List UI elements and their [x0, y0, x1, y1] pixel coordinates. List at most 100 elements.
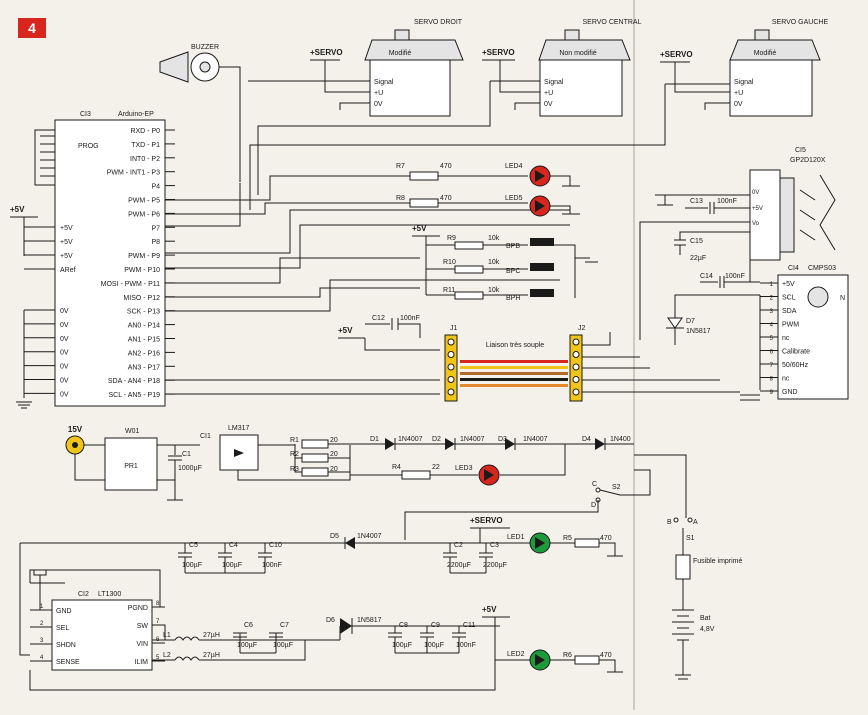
d7-name: D7	[686, 318, 695, 325]
lm317-label: LM317	[228, 425, 250, 432]
ci3-pin-right: RXD - P0	[130, 128, 160, 135]
s2-c: C	[592, 481, 597, 488]
c13-value: 100nF	[717, 198, 737, 205]
led5-name: LED5	[505, 195, 523, 202]
d6-value: 1N5817	[357, 617, 382, 624]
supply-resistors: R1 20 R2 20 R3 20	[290, 437, 350, 477]
ci2-pin-number: 8	[156, 601, 160, 607]
capacitor-value: 100nF	[262, 562, 282, 569]
fuse-label: Fusible imprimé	[693, 558, 743, 565]
ci5-pin-5v: +5V	[752, 206, 763, 212]
servo-droit-label: Modifié	[389, 50, 412, 57]
ci5-sensor: CI5 GP2D120X 0V +5V Vo C13 100nF	[639, 147, 836, 340]
buzzer-label: BUZZER	[191, 44, 219, 51]
ci3-pin-right: MISO - P12	[123, 295, 160, 302]
r10-name: R10	[443, 259, 456, 266]
ci3-pin-right: SDA - AN4 - P18	[108, 378, 160, 385]
ci3-pin-left: 0V	[60, 336, 69, 343]
d3-value: 1N4007	[523, 436, 548, 443]
ci2-pin-name: VIN	[136, 641, 148, 648]
servo-droit-pin-0v: 0V	[374, 101, 383, 108]
ci4-pin-name: 50/60Hz	[782, 362, 809, 369]
servo-droit-supply: +SERVO	[310, 48, 343, 57]
bph-label: BPH	[506, 295, 520, 302]
d7-value: 1N5817	[686, 328, 711, 335]
ci4-pin-number: 3	[770, 309, 774, 315]
rail-5v-label: +5V	[482, 605, 497, 614]
s2-name: S2	[612, 484, 621, 491]
ci2-pin-number: 1	[40, 604, 44, 610]
r1-value: 20	[330, 437, 338, 444]
buzzer: BUZZER	[159, 44, 241, 182]
ci5-pin-0v: 0V	[752, 190, 759, 196]
capacitor-value: 100nF	[456, 642, 476, 649]
ci3-pin-left: 0V	[60, 378, 69, 385]
r9-name: R9	[447, 235, 456, 242]
c14-value: 100nF	[725, 273, 745, 280]
ci3-supply: +5V	[10, 205, 25, 214]
r6-value: 470	[600, 652, 612, 659]
ci3-pin-left: 0V	[60, 308, 69, 315]
ci3-pin-left: 0V	[60, 350, 69, 357]
capacitor-name: C11	[463, 622, 475, 629]
d2-value: 1N4007	[460, 436, 485, 443]
l2-name: L2	[163, 652, 171, 659]
ci3-pin-right: AN0 - P14	[128, 323, 160, 330]
ci2-pin-name: PGND	[128, 605, 148, 612]
servo-central-label: Non modifié	[559, 50, 596, 57]
servo-central: Non modifié SERVO CENTRAL Signal +U 0V +…	[257, 19, 642, 195]
servo-central-pin-u: +U	[544, 90, 553, 97]
servo-droit-pin-signal: Signal	[374, 79, 394, 86]
ci4-pin-number: 1	[770, 282, 774, 288]
ci4-pin-number: 7	[770, 363, 774, 369]
ci2-pin-number: 4	[40, 655, 44, 661]
bat-label: Bat	[700, 615, 711, 622]
ci4-pin-number: 5	[770, 336, 774, 342]
r8-name: R8	[396, 195, 405, 202]
capacitor-value: 100µF	[222, 562, 242, 569]
r4-name: R4	[392, 464, 401, 471]
r2-value: 20	[330, 451, 338, 458]
ci2-pin-name: ILIM	[134, 659, 148, 666]
ci2-pin-name: SENSE	[56, 659, 80, 666]
ci3-pin-right: PWM - INT1 - P3	[107, 170, 160, 177]
servo-droit-title: SERVO DROIT	[414, 19, 463, 26]
cable-supply: +5V	[338, 326, 353, 335]
ci2-pin-number: 7	[156, 619, 160, 625]
bpc-label: BPC	[506, 268, 520, 275]
ci3-pin-left: ARef	[60, 267, 76, 274]
led4-name: LED4	[505, 163, 523, 170]
ci2-name: LT1300	[98, 591, 121, 598]
ci3-pin-right: PWM - P9	[128, 253, 160, 260]
l1-value: 27µH	[203, 632, 220, 639]
ci1-label: CI1	[200, 433, 211, 440]
switches: C S2 D B A S1 Fusible imprimé Bat 4,8V	[404, 454, 743, 680]
r5-name: R5	[563, 535, 572, 542]
ci3-prog: PROG	[78, 143, 99, 150]
j1-label: J1	[450, 325, 458, 332]
ci2-pin-name: SEL	[56, 625, 69, 632]
ci4-pin-name: GND	[782, 389, 798, 396]
s1-b: B	[667, 519, 672, 526]
ci2-pin-number: 2	[40, 621, 44, 627]
ci2-pin-number: 3	[40, 638, 44, 644]
ci4-pin-name: PWM	[782, 322, 799, 329]
capacitor-value: 100µF	[273, 642, 293, 649]
ci4-pin-number: 4	[770, 323, 774, 329]
ci3-pin-left: 0V	[60, 322, 69, 329]
c1-value: 1000µF	[178, 465, 202, 472]
ci2-pin-name: SHDN	[56, 642, 76, 649]
ci4-ref: CI4	[788, 265, 799, 272]
ci4-pin-name: nc	[782, 335, 790, 342]
ci2-lt1300: CI2 LT1300 1GND2SEL3SHDN4SENSE8PGND7SW6V…	[29, 569, 165, 671]
r3-value: 20	[330, 466, 338, 473]
buttons-block: +5V R9 10k BPB R10 10k BPC R11 10k BPH	[412, 224, 598, 302]
r4-value: 22	[432, 464, 440, 471]
ci3-pin-right: SCL - AN5 - P19	[109, 392, 161, 399]
w01-label: W01	[125, 428, 140, 435]
